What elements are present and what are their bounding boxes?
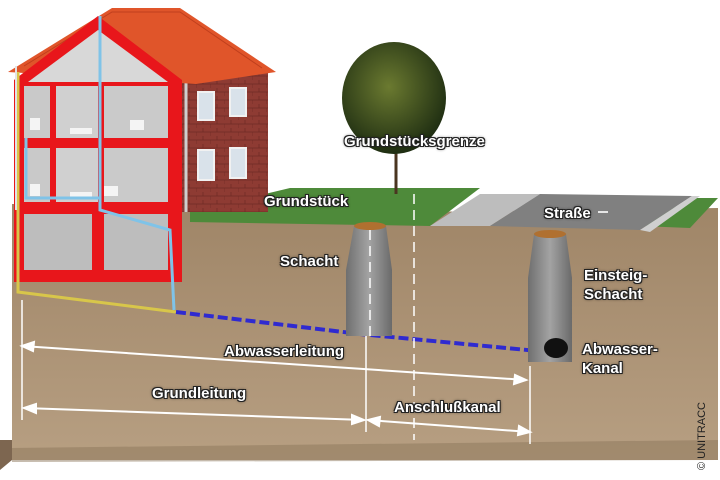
- label-ground-pipe: Grundleitung: [152, 385, 247, 402]
- property-shaft: [346, 222, 392, 336]
- street-manhole: [528, 230, 572, 362]
- curb: [640, 196, 700, 232]
- tree: [342, 42, 446, 194]
- street-surface: [490, 194, 692, 230]
- dimension-connection-channel: [367, 419, 531, 433]
- brick-building: [180, 72, 268, 212]
- dimension-ground-pipe: [23, 407, 365, 421]
- plumbing-pipes: [15, 16, 177, 314]
- copyright-notice: © UNITRACC: [696, 402, 708, 470]
- label-sewer-line2: Kanal: [582, 360, 623, 377]
- label-street: Straße: [544, 205, 591, 222]
- house-cutaway: [14, 16, 182, 282]
- sidewalk: [430, 194, 540, 226]
- label-manhole-line1: Einsteig-: [584, 267, 648, 284]
- label-manhole: Einsteig- Schacht: [584, 268, 647, 303]
- label-wastewater-pipe: Abwasserleitung: [224, 343, 345, 360]
- dimension-lines: [19, 300, 533, 444]
- label-property-boundary: Grundstücksgrenze: [344, 133, 485, 150]
- label-property: Grundstück: [264, 193, 349, 210]
- label-manhole-line2: Schacht: [584, 286, 643, 303]
- label-sewer: Abwasser- Kanal: [582, 342, 658, 377]
- dimension-wastewater-pipe: [21, 345, 527, 381]
- label-connection-channel: Anschlußkanal: [394, 399, 501, 416]
- label-shaft: Schacht: [280, 253, 339, 270]
- label-sewer-line1: Abwasser-: [582, 341, 658, 358]
